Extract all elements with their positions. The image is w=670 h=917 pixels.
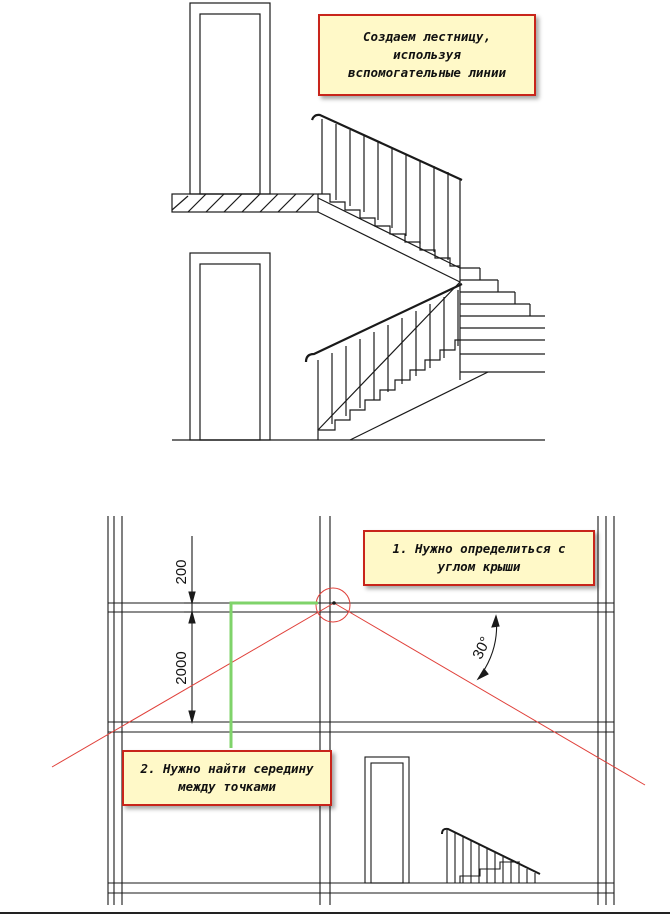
- lower-flight-stringer: [317, 281, 461, 431]
- upper-flight-underside: [317, 211, 461, 283]
- midpoint-callout-line-2: между точками: [178, 779, 276, 794]
- dimension-chain: [184, 536, 200, 725]
- upper-flight-steps: [318, 193, 460, 267]
- top-stair-drawing: [171, 2, 545, 441]
- bottom-rule: [0, 912, 670, 914]
- upper-door-frame: [189, 2, 271, 195]
- floor-slab: [171, 193, 319, 213]
- upper-door-leaf: [199, 13, 261, 195]
- lower-flight-steps: [317, 339, 460, 440]
- green-guide-line: [229, 601, 318, 748]
- top-callout: Создаем лестницу, используя вспомогатель…: [318, 14, 536, 96]
- midpoint-callout: 2. Нужно найти середину между точками: [122, 750, 332, 806]
- lower-balusters: [317, 290, 459, 430]
- ridge-circle: [315, 587, 351, 623]
- upper-balusters: [321, 119, 461, 268]
- upper-handrail: [310, 113, 463, 182]
- dimension-200: 200: [173, 559, 190, 584]
- bottom-door-frame: [364, 756, 410, 884]
- ridge-point: [332, 601, 336, 605]
- roof-callout-line-1: 1. Нужно определиться с: [392, 541, 566, 556]
- midpoint-callout-line-1: 2. Нужно найти середину: [140, 761, 314, 776]
- top-callout-line-2: используя: [393, 47, 461, 62]
- bottom-building-section: [107, 516, 615, 905]
- upper-flight-soffit: [317, 197, 461, 269]
- bottom-stair-fragment: [440, 827, 541, 884]
- roof-line-right: [333, 602, 646, 786]
- lower-door-frame: [189, 252, 271, 441]
- roof-guide-lines: [51, 587, 646, 786]
- lower-door-leaf: [199, 263, 261, 441]
- lower-handrail: [304, 283, 463, 363]
- top-callout-line-1: Создаем лестницу,: [363, 29, 491, 44]
- roof-line-left: [51, 602, 335, 768]
- angle-arrow-bottom: [476, 668, 489, 681]
- dimension-2000: 2000: [173, 651, 190, 684]
- angle-arrow-top: [491, 614, 500, 628]
- bottom-door-leaf: [370, 762, 404, 884]
- roof-angle-callout: 1. Нужно определиться с углом крыши: [363, 530, 595, 586]
- roof-callout-line-2: углом крыши: [437, 559, 521, 574]
- side-steps: [460, 267, 545, 373]
- top-callout-line-3: вспомогательные линии: [347, 65, 507, 80]
- lower-flight-underside: [349, 371, 489, 441]
